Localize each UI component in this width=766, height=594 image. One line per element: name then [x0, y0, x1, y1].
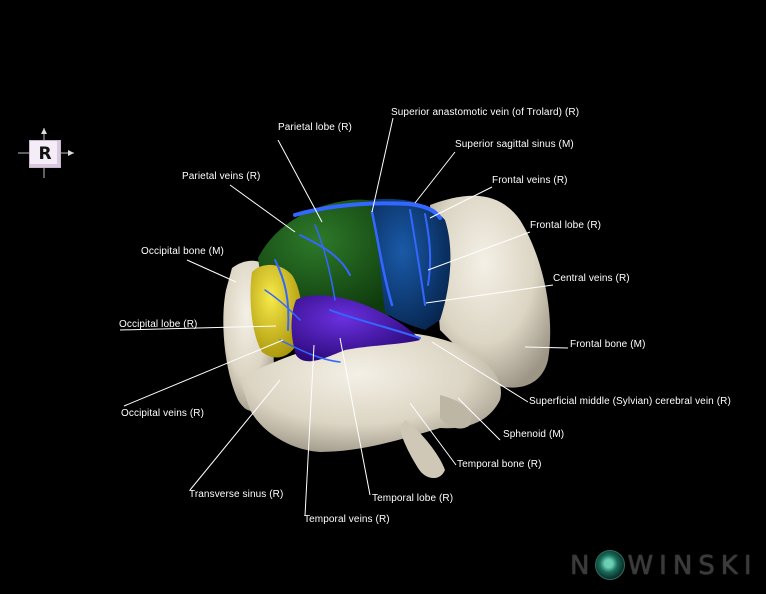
label-occipital-bone: Occipital bone (M) — [141, 246, 224, 257]
orientation-label: R — [29, 140, 61, 168]
vein-network — [264, 201, 442, 363]
temporal-bone-shape — [400, 420, 445, 479]
label-parietal-lobe: Parietal lobe (R) — [278, 122, 352, 133]
label-occipital-lobe: Occipital lobe (R) — [119, 319, 198, 330]
brand-suffix: WINSKI — [627, 551, 758, 581]
occipital-lobe-shape — [250, 264, 302, 358]
label-transverse-sinus: Transverse sinus (R) — [189, 489, 284, 500]
brand-logo: N WINSKI — [570, 549, 758, 585]
label-frontal-veins: Frontal veins (R) — [492, 175, 568, 186]
sphenoid-shape — [440, 395, 471, 429]
label-temporal-lobe: Temporal lobe (R) — [372, 493, 454, 504]
globe-icon — [595, 549, 626, 580]
brand-prefix: N — [570, 551, 596, 581]
skull-base-shape — [240, 332, 501, 452]
label-superficial-middle-cerebral-vein: Superficial middle (Sylvian) cerebral ve… — [529, 396, 731, 407]
label-sphenoid: Sphenoid (M) — [503, 429, 565, 440]
label-parietal-veins: Parietal veins (R) — [182, 171, 261, 182]
label-frontal-lobe: Frontal lobe (R) — [530, 220, 602, 231]
frontal-bone-shape — [430, 195, 551, 388]
label-temporal-bone: Temporal bone (R) — [457, 459, 542, 470]
label-superior-anastomotic-vein: Superior anastomotic vein (of Trolard) (… — [391, 107, 580, 118]
leader-lines — [119, 117, 569, 517]
label-frontal-bone: Frontal bone (M) — [570, 339, 646, 350]
label-temporal-veins: Temporal veins (R) — [304, 514, 390, 525]
temporal-lobe-shape — [291, 295, 420, 362]
label-central-veins: Central veins (R) — [553, 273, 630, 284]
label-superior-sagittal-sinus: Superior sagittal sinus (M) — [455, 139, 574, 150]
orientation-marker[interactable]: R — [18, 128, 74, 178]
label-occipital-veins: Occipital veins (R) — [121, 408, 205, 419]
